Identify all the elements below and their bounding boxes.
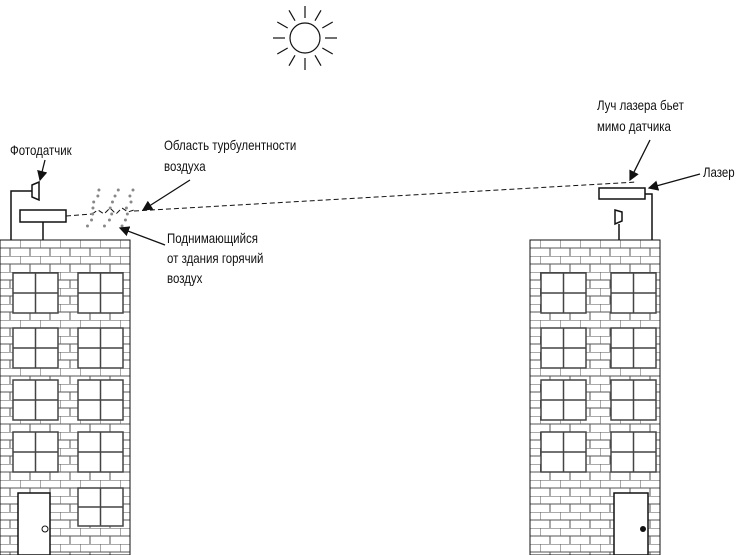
window (540, 272, 587, 314)
window (610, 431, 657, 473)
window (540, 431, 587, 473)
hot-air-label-line2: от здания горячий (167, 250, 264, 266)
callout-arrows (37, 139, 701, 246)
window (77, 327, 124, 369)
sun-icon (273, 6, 337, 70)
laser-beam (65, 181, 638, 217)
turbulence-label-line1: Область турбулентности (164, 137, 297, 153)
window (540, 379, 587, 421)
turbulence-dot (123, 218, 127, 222)
turbulence-dot (96, 194, 100, 198)
turbulence-label-line2: воздуха (164, 158, 206, 174)
turbulence-dot (102, 224, 106, 228)
turbulence-dot (85, 224, 89, 228)
laser-label: Лазер (703, 164, 735, 180)
turbulence-dot (125, 212, 129, 216)
window (12, 379, 59, 421)
turbulence-dot (107, 218, 111, 222)
left-building (0, 239, 131, 555)
turbulence-dot (113, 194, 117, 198)
hot-air-label-line1: Поднимающийся (167, 230, 258, 246)
laser-icon (598, 187, 653, 240)
window (77, 487, 124, 527)
turbulence-dot (129, 200, 133, 204)
window (77, 272, 124, 314)
photodetector-icon (10, 180, 40, 240)
photodetector-label: Фотодатчик (10, 142, 72, 158)
left-transmitter (19, 209, 67, 240)
window (77, 431, 124, 473)
door (17, 492, 51, 555)
turbulence-dot (110, 200, 114, 204)
turbulence-dot (90, 218, 94, 222)
door (613, 492, 649, 555)
window (610, 272, 657, 314)
turbulence-dot (108, 206, 112, 210)
window (610, 327, 657, 369)
window (610, 379, 657, 421)
right-building (529, 239, 661, 555)
turbulence-dot (92, 200, 96, 204)
turbulence-dot (91, 206, 95, 210)
turbulence-dot (116, 188, 120, 192)
window (12, 327, 59, 369)
right-detector-icon (614, 209, 623, 240)
window (12, 272, 59, 314)
turbulence-dot (91, 212, 95, 216)
window (540, 327, 587, 369)
turbulence-dots (85, 188, 135, 228)
turbulence-dot (110, 212, 114, 216)
beam-miss-label-line2: мимо датчика (597, 118, 671, 134)
window (77, 379, 124, 421)
window (12, 431, 59, 473)
turbulence-dot (124, 206, 128, 210)
turbulence-dot (97, 188, 101, 192)
turbulence-dot (131, 188, 135, 192)
beam-miss-label-line1: Луч лазера бьет (597, 97, 684, 113)
turbulence-dot (128, 194, 132, 198)
turbulence-dot (120, 224, 124, 228)
hot-air-label-line3: воздух (167, 270, 203, 286)
